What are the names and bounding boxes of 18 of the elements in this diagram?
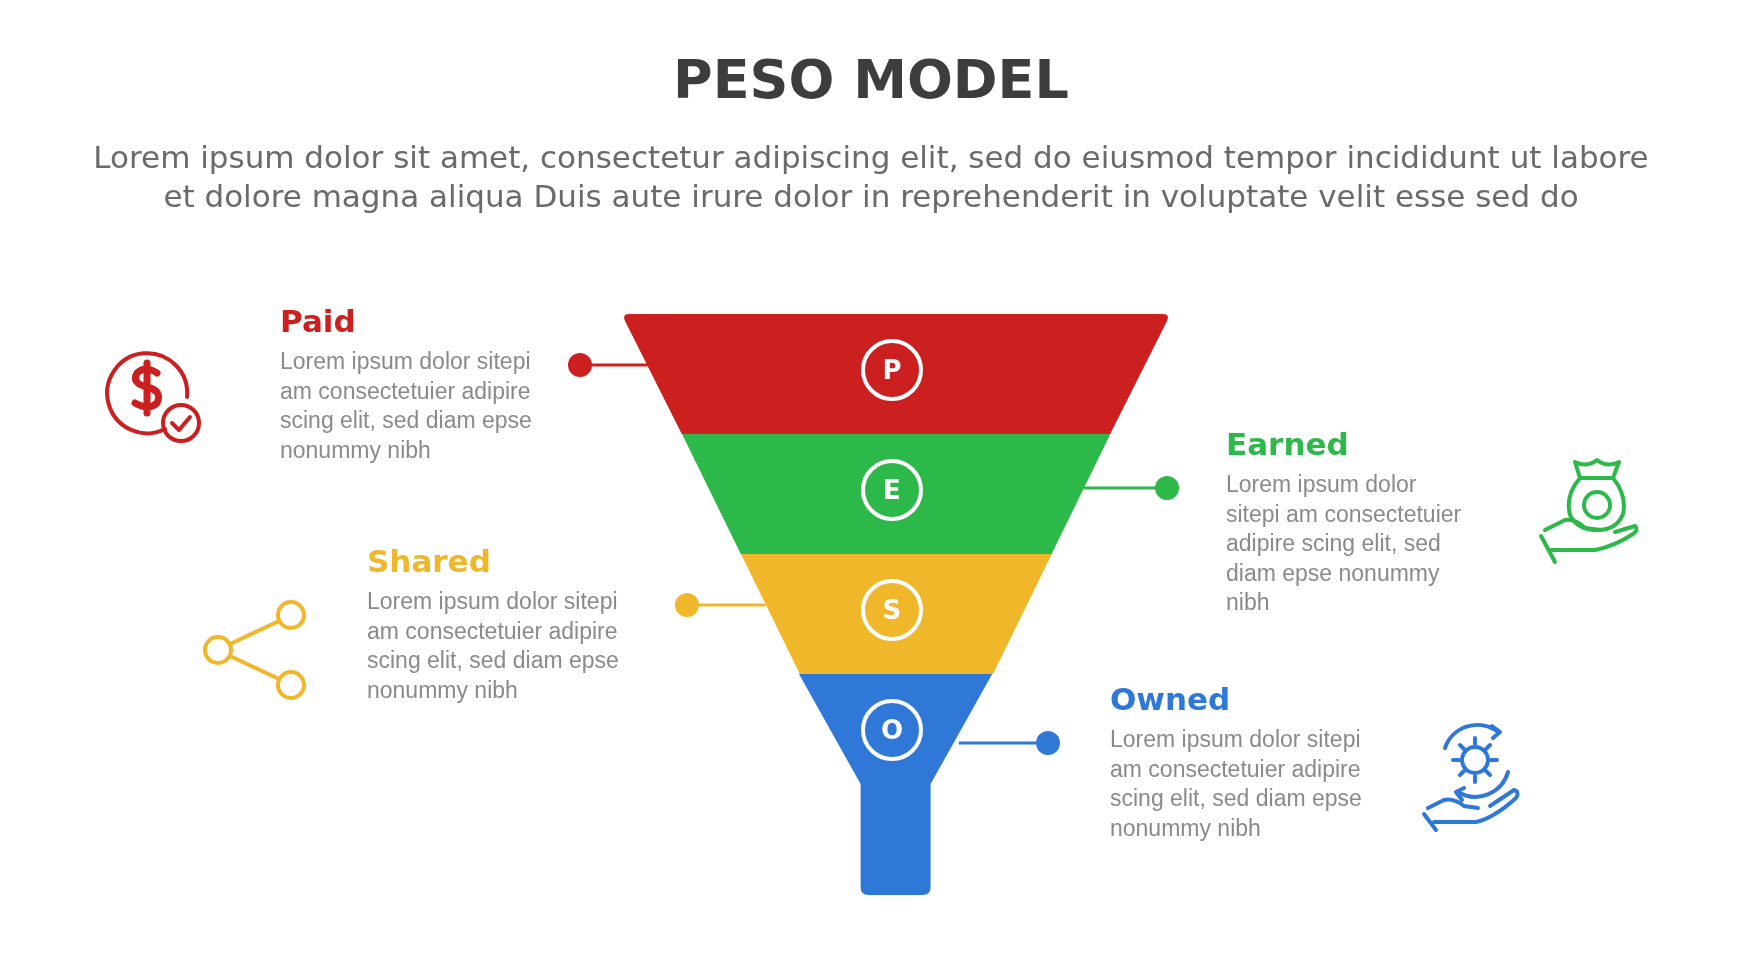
description-text: Lorem ipsum dolor sitepi am consectetuier adipire scing elit, sed diam epse nonummy nibh: [367, 587, 620, 705]
heading: Earned: [1226, 426, 1349, 462]
leader-line: [675, 593, 766, 617]
step-letter: O: [861, 699, 923, 761]
description-text: Lorem ipsum dolor sitepi am consectetuier adipire scing elit, sed diam epse nonummy nibh: [1110, 725, 1363, 843]
description-text: Lorem ipsum dolor sitepi am consectetuier adipire scing elit, sed diam epse nonummy nibh: [1226, 470, 1463, 617]
step-letter: S: [861, 579, 923, 641]
step-letter: E: [861, 459, 923, 521]
heading: Shared: [367, 543, 491, 579]
leader-line: [1083, 476, 1179, 500]
description-text: Lorem ipsum dolor sitepi am consectetuier adipire scing elit, sed diam epse nonummy nibh: [280, 347, 533, 465]
leader-line: [958, 731, 1060, 755]
heading: Owned: [1110, 681, 1231, 717]
leader-line: [568, 353, 648, 377]
heading: Paid: [280, 303, 356, 339]
step-letter: P: [861, 339, 923, 401]
subtitle-text: Lorem ipsum dolor sit amet, consectetur adipiscing elit, sed do eiusmod tempor incididunt ut labore et dolore magna aliqua Duis aute irure dolor in reprehenderit in voluptate velit esse sed do: [92, 138, 1650, 216]
title: PESO MODEL: [672, 48, 1070, 111]
